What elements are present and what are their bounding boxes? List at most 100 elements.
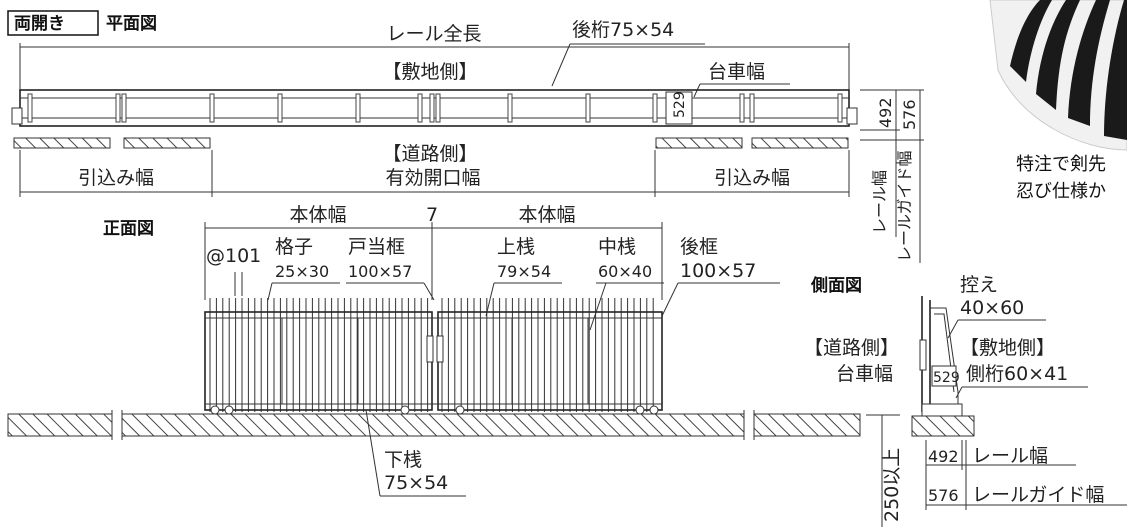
- gate-handle-left: [426, 335, 434, 363]
- plan-posts: [27, 93, 843, 123]
- photo-bar-2: [1036, 0, 1080, 110]
- door-frame-leader: [423, 282, 435, 301]
- wheel-3: [400, 405, 410, 415]
- plan-rail-hatch-right-a: [655, 137, 743, 149]
- front-title: 正面図: [103, 219, 154, 239]
- side-ground-hatch: [911, 415, 975, 437]
- rear-frame-leader: [661, 282, 679, 317]
- top-beam-size: 79×54: [497, 262, 551, 281]
- note: 特注で剣先 忍び仕様か: [1016, 154, 1106, 202]
- plan-post: [585, 93, 591, 123]
- plan-post: [209, 93, 215, 123]
- plan-effective-opening: 有効開口幅: [385, 167, 480, 189]
- side-dim-492: 492: [928, 447, 959, 466]
- plan-post: [27, 93, 33, 123]
- depth-250: 250以上: [881, 448, 903, 522]
- plan-dim-529: 529: [672, 91, 688, 118]
- side-beam-label: 側桁60×41: [966, 363, 1068, 385]
- brace-size: 40×60: [960, 297, 1024, 319]
- gate-pickets: [209, 298, 654, 412]
- plan-post: [115, 93, 121, 123]
- side-title: 側面図: [810, 275, 862, 296]
- door-frame-label: 戸当框: [348, 236, 405, 258]
- brace-label: 控え: [960, 274, 998, 296]
- plan-rail-hatch-left-b: [123, 137, 211, 149]
- wheel-6: [649, 405, 659, 415]
- wheel-1: [210, 405, 220, 415]
- bottom-beam-label: 下桟: [384, 449, 422, 471]
- plan-post: [355, 93, 361, 123]
- side-rail-guide-width: レールガイド幅: [972, 484, 1104, 506]
- plan-post: [121, 93, 127, 123]
- plan-pull-width-left: 引込み幅: [78, 167, 154, 189]
- break-mark-right: [744, 410, 754, 440]
- rear-beam-label: 後桁75×54: [572, 19, 674, 41]
- gate-leaf-right: [437, 311, 663, 411]
- lattice-label: 格子: [275, 236, 313, 258]
- plan-post: [739, 93, 745, 123]
- bottom-beam-size: 75×54: [384, 472, 448, 494]
- plan-post: [435, 93, 441, 123]
- rear-beam-leader: [551, 43, 571, 87]
- body-width-left: 本体幅: [289, 204, 346, 226]
- plan-badge: 両開き: [14, 14, 65, 34]
- side-handle: [919, 339, 927, 371]
- door-frame-size: 100×57: [348, 262, 412, 281]
- plan-dim-576: 576: [900, 99, 919, 130]
- plan-rail-guide-width-v: レールガイド幅: [895, 150, 914, 262]
- lattice-size: 25×30: [275, 262, 329, 281]
- rear-frame-size: 100×57: [680, 260, 756, 282]
- plan-pull-width-right: 引込み幅: [714, 167, 790, 189]
- rail-total-label: レール全長: [386, 23, 481, 45]
- side-dim-576: 576: [928, 486, 959, 505]
- plan-post: [837, 93, 843, 123]
- plan-end-cap-right: [846, 107, 858, 125]
- plan-carriage-box: [665, 91, 693, 125]
- rear-frame-label: 後框: [680, 236, 718, 258]
- body-width-right: 本体幅: [518, 204, 575, 226]
- plan-post: [277, 93, 283, 123]
- plan-rail-width-v: レール幅: [870, 170, 889, 234]
- plan-end-cap-left: [11, 107, 23, 125]
- top-beam-label: 上桟: [497, 236, 535, 258]
- side-dim-529: 529: [933, 370, 960, 386]
- front-view: 正面図 本体幅 7 本体幅 @101 格子 25×30 戸当框 100×57 上…: [7, 204, 903, 527]
- plan-site-side: 【敷地側】: [382, 61, 477, 83]
- plan-post: [417, 93, 423, 123]
- ground-rail-strip: [7, 413, 861, 437]
- photo-corner: [989, 0, 1127, 151]
- gate-handle-right: [436, 335, 444, 363]
- side-beam-leader: [955, 386, 963, 399]
- lattice-leader: [267, 282, 273, 301]
- wheel-2: [224, 405, 234, 415]
- side-view: 側面図 控え 40×60 529 【道路側】 台車幅 【敷地側】 側桁60×41…: [804, 274, 1127, 510]
- plan-rail-hatch-left-a: [13, 137, 111, 149]
- wheel-4: [455, 405, 465, 415]
- plan-post: [749, 93, 755, 123]
- plan-view: 両開き 平面図 レール全長 後桁75×54 【敷地側】 台車幅 529 492 …: [7, 10, 924, 263]
- top-beam-leader: [485, 282, 495, 317]
- plan-post: [507, 93, 513, 123]
- plan-dim-492: 492: [876, 97, 895, 128]
- mid-beam-label: 中桟: [598, 236, 636, 258]
- side-rail-width: レール幅: [972, 445, 1048, 467]
- note-line2: 忍び仕様か: [1016, 181, 1106, 202]
- wheel-5: [635, 405, 645, 415]
- note-line1: 特注で剣先: [1016, 154, 1106, 175]
- photo-bar-4: [1104, 0, 1127, 140]
- pitch-label: @101: [206, 245, 261, 267]
- photo-bar-3: [1068, 0, 1110, 126]
- side-carriage-box: [931, 365, 957, 387]
- plan-post: [652, 93, 658, 123]
- plan-title: 平面図: [106, 14, 157, 34]
- plan-badge-box: [7, 10, 99, 36]
- plan-carriage-width: 台車幅: [708, 61, 765, 83]
- plan-rail-hatch-right-b: [751, 137, 849, 149]
- plan-road-side: 【道路側】: [382, 143, 477, 165]
- photo-bar-1: [1010, 0, 1052, 82]
- plan-post: [429, 93, 435, 123]
- gap-7: 7: [426, 204, 438, 226]
- break-mark-left: [112, 410, 122, 440]
